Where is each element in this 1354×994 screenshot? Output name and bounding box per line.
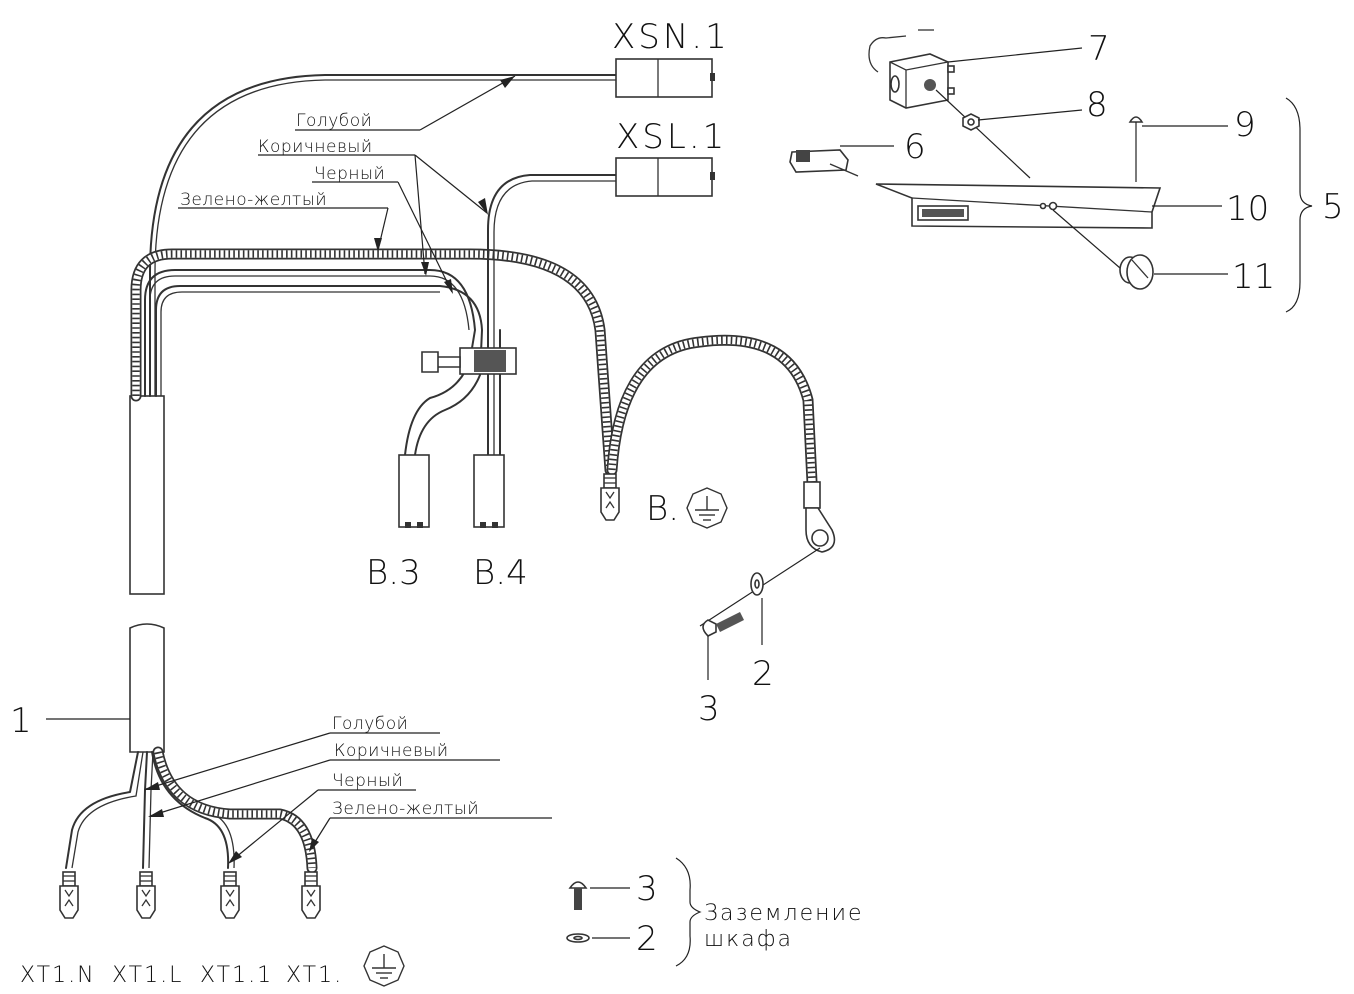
- cable-sheath-lower: [129, 623, 165, 753]
- ground-symbol-b: [686, 487, 728, 529]
- label-xt11: XT1.1: [200, 963, 273, 988]
- label-part-8: 8: [1086, 85, 1108, 125]
- label-part-1: 1: [10, 701, 32, 741]
- label-part-9: 9: [1234, 105, 1256, 145]
- part-8: [962, 113, 980, 131]
- label-upper-black: Черный: [314, 164, 385, 184]
- label-ground-screw: 3: [636, 869, 658, 909]
- label-xt1n: XT1.N: [20, 963, 96, 988]
- label-part-3: 3: [698, 689, 720, 729]
- label-part-7: 7: [1088, 29, 1110, 69]
- wire-brown-upper: [144, 269, 476, 456]
- washer-ground: [566, 933, 590, 943]
- label-xt1l: XT1.L: [112, 963, 183, 988]
- label-xt1-ground: XT1.: [286, 963, 343, 988]
- connector-xsn1: [615, 58, 715, 98]
- label-b3: B.3: [366, 553, 421, 593]
- wire-black-upper: [155, 285, 483, 456]
- label-part-10: 10: [1226, 189, 1269, 229]
- label-part-6: 6: [904, 127, 926, 167]
- label-part-5: 5: [1322, 187, 1344, 227]
- label-ground-line2: шкафа: [704, 927, 793, 952]
- label-b4: B.4: [473, 553, 528, 593]
- wire-xsl: [487, 174, 617, 456]
- screw-upper: [702, 612, 744, 637]
- part-10: [875, 183, 1162, 229]
- label-xsl1: XSL.1: [616, 117, 727, 157]
- label-lower-black: Черный: [332, 771, 403, 791]
- connector-b3: [398, 454, 430, 528]
- label-upper-brown: Коричневый: [258, 137, 373, 157]
- cable-sheath-upper: [129, 395, 165, 595]
- label-ground-washer: 2: [636, 919, 658, 959]
- connector-xsl1: [615, 157, 715, 197]
- label-xsn1: XSN.1: [612, 17, 730, 57]
- ground-symbol-xt1: [363, 945, 405, 987]
- screw-ground: [568, 881, 588, 910]
- part-6: [789, 149, 859, 177]
- label-part-2: 2: [752, 654, 774, 694]
- cabinet-ground-group: [566, 857, 702, 967]
- terminal-b-ground: [600, 473, 620, 521]
- washer-upper: [750, 572, 764, 596]
- label-ground-line1: Заземление: [704, 901, 864, 926]
- ring-terminal: [803, 481, 836, 553]
- terminal-xt1n: [59, 871, 79, 919]
- lower-harness: [46, 623, 552, 987]
- label-part-11: 11: [1232, 257, 1275, 297]
- label-upper-green-yellow: Зелено-желтый: [180, 190, 327, 210]
- wire-blue-upper: [149, 74, 617, 397]
- part-11: [1119, 254, 1154, 290]
- terminal-xt1-ground: [301, 871, 321, 919]
- label-lower-green-yellow: Зелено-желтый: [332, 799, 479, 819]
- upper-harness: [129, 58, 836, 680]
- terminal-xt11: [220, 871, 240, 919]
- label-upper-blue: Голубой: [296, 111, 372, 131]
- connector-b4: [473, 454, 505, 528]
- label-lower-brown: Коричневый: [334, 741, 449, 761]
- terminal-xt1l: [136, 871, 156, 919]
- label-b-ground: B.: [646, 489, 679, 529]
- assembly-5: [789, 29, 1313, 313]
- part-9: [1128, 116, 1144, 182]
- label-lower-blue: Голубой: [332, 714, 408, 734]
- part-7: [868, 29, 1031, 179]
- labels: XSN.1 XSL.1 B.3 B.4 B. Голубой Коричневы…: [10, 17, 1344, 988]
- assembly-brace: [1285, 97, 1313, 313]
